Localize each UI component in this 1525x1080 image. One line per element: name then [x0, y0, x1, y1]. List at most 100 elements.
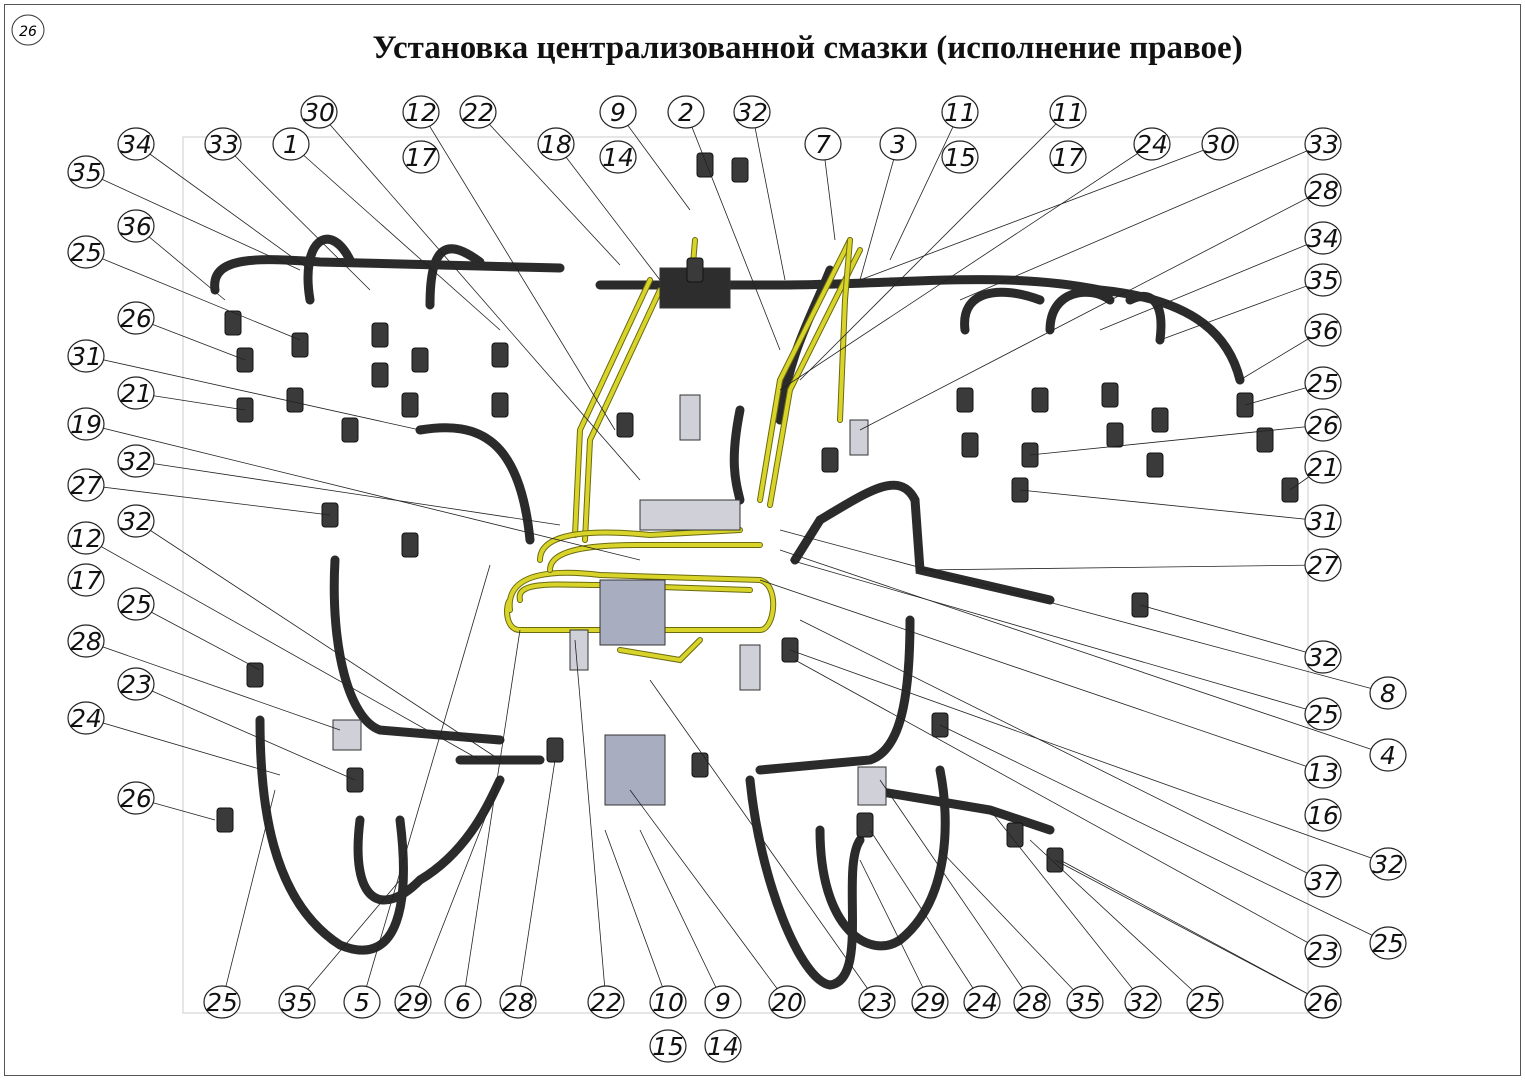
- sheet-frame: [4, 4, 1521, 1076]
- callout-bubble: [117, 127, 155, 161]
- callout-bubble: [1304, 173, 1342, 207]
- leader-line: [477, 111, 621, 266]
- callout-bubble: [704, 1029, 742, 1063]
- callout-bubble: [587, 985, 625, 1019]
- hose-fitting: [731, 157, 749, 183]
- hydraulic-hose: [210, 255, 565, 295]
- callout-number: 18: [540, 130, 572, 159]
- callout-number: 35: [1069, 988, 1101, 1017]
- callout-number: 22: [462, 98, 494, 127]
- callout-bubble: [1049, 95, 1087, 129]
- leader-line: [135, 603, 261, 671]
- callout-bubble: [1304, 697, 1342, 731]
- hydraulic-hose: [815, 765, 950, 951]
- callout-number: 32: [1127, 988, 1159, 1017]
- leader-line: [135, 520, 501, 761]
- hose-fitting: [401, 392, 419, 418]
- hydraulic-hose: [425, 244, 485, 310]
- callout-bubble: [1304, 127, 1342, 161]
- leader-line: [85, 640, 341, 731]
- leader-line: [604, 829, 669, 1003]
- callout-bubble: [117, 209, 155, 243]
- callout-number: 14: [707, 1032, 739, 1061]
- callout-bubble: [911, 985, 949, 1019]
- callout-bubble: [768, 985, 806, 1019]
- leader-line: [85, 423, 641, 561]
- callout-number: 26: [120, 784, 152, 813]
- callout-bubble: [117, 376, 155, 410]
- leader-line: [1059, 859, 1324, 1003]
- callout-number: 9: [715, 988, 731, 1017]
- leader-line: [779, 529, 1389, 694]
- callout-bubble: [67, 407, 105, 441]
- hydraulic-hose: [910, 495, 1055, 605]
- callout-bubble: [804, 127, 842, 161]
- leader-lines: [85, 111, 1389, 1003]
- hose-fitting: [956, 387, 974, 413]
- callout-number: 17: [405, 143, 437, 172]
- callout-bubble: [343, 985, 381, 1019]
- callout-number: 3: [890, 130, 906, 159]
- hose-fitting: [546, 737, 564, 763]
- callout-bubble: [1304, 640, 1342, 674]
- callout-bubble: [499, 985, 537, 1019]
- callout-bubble: [117, 587, 155, 621]
- callout-bubble: [1304, 221, 1342, 255]
- callout-bubble: [1304, 450, 1342, 484]
- callout-bubble: [1304, 985, 1342, 1019]
- hydraulic-hose: [255, 715, 408, 955]
- callout-bubble: [879, 127, 917, 161]
- leader-line: [859, 143, 1221, 281]
- callout-number: 25: [70, 238, 102, 267]
- callout-number: 20: [771, 988, 803, 1017]
- callout-bubble: [1369, 738, 1407, 772]
- hydraulic-hose: [353, 775, 505, 905]
- callout-bubble: [117, 504, 155, 538]
- leader-line: [1029, 424, 1324, 456]
- callout-number: 22: [590, 988, 622, 1017]
- sheet-number-badge: [11, 14, 45, 46]
- callout-bubble: [117, 781, 155, 815]
- hose-fitting: [491, 392, 509, 418]
- callout-number: 16: [1307, 801, 1339, 830]
- hose-fitting: [401, 532, 419, 558]
- callout-number: 35: [70, 158, 102, 187]
- lubrication-tube: [618, 638, 702, 663]
- callout-number: 12: [70, 524, 102, 553]
- callout-number: 21: [120, 379, 152, 408]
- leader-line: [85, 537, 481, 761]
- hydraulic-hose: [1125, 291, 1166, 345]
- callout-number: 35: [281, 988, 313, 1017]
- leader-line: [420, 111, 616, 431]
- callout-bubble: [67, 339, 105, 373]
- callout-bubble: [1201, 127, 1239, 161]
- callout-number: 27: [70, 471, 102, 500]
- hose-fitting: [371, 322, 389, 348]
- callout-bubble: [1304, 313, 1342, 347]
- callout-bubble: [1304, 798, 1342, 832]
- lubrication-tube: [573, 278, 652, 537]
- callout-number: 8: [1380, 679, 1396, 708]
- callout-number: 17: [70, 566, 102, 595]
- leader-line: [85, 251, 301, 341]
- leader-line: [779, 143, 1153, 391]
- callout-number: 21: [1307, 453, 1339, 482]
- callout-bubble: [117, 667, 155, 701]
- callout-number: 25: [1307, 700, 1339, 729]
- callout-bubble: [1369, 926, 1407, 960]
- hydraulic-hose: [415, 423, 535, 545]
- leader-line: [939, 724, 1389, 944]
- leader-line: [789, 649, 1389, 865]
- callout-number: 28: [1307, 176, 1339, 205]
- callout-number: 15: [944, 143, 976, 172]
- callout-number: 28: [502, 988, 534, 1017]
- callout-number: 19: [70, 410, 102, 439]
- callout-bubble: [67, 521, 105, 555]
- callout-number: 34: [1307, 224, 1339, 253]
- leader-line: [1159, 279, 1324, 341]
- hydraulic-hose: [790, 480, 920, 565]
- hose-fitting: [411, 347, 429, 373]
- callout-number: 35: [1307, 266, 1339, 295]
- distributor-block-lower: [604, 734, 666, 806]
